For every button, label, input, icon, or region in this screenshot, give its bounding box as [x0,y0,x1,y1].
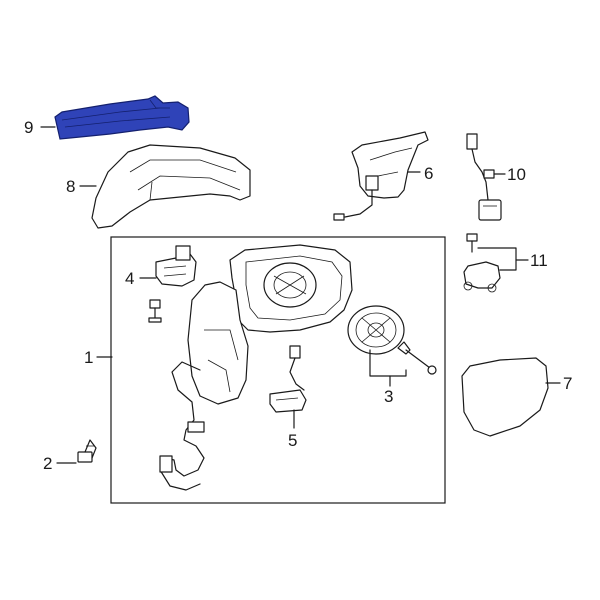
callout-11: 11 [530,251,548,270]
part-9-turn-signal-lamp[interactable] [54,95,190,140]
part-1-mirror-housing[interactable] [159,244,353,491]
part-2-screw[interactable] [77,439,97,463]
callout-2: 2 [43,454,52,473]
callout-8: 8 [66,177,75,196]
callout-labels: 9 8 1 2 4 5 6 10 11 3 7 [24,118,572,473]
callout-7: 7 [563,374,572,393]
callout-1: 1 [84,348,93,367]
callout-3: 3 [384,387,393,406]
part-3-actuator[interactable] [347,305,437,375]
part-4-screw[interactable] [148,299,162,323]
leader-lines [40,126,561,464]
callout-6: 6 [424,164,433,183]
part-5-harness[interactable] [269,345,307,413]
part-6-bracket[interactable] [333,131,429,221]
part-7-mirror-glass[interactable] [461,357,549,437]
part-4-motor[interactable] [155,245,197,287]
part-11-sensor[interactable] [463,233,501,293]
part-10-wiring-connector[interactable] [466,133,502,221]
part-8-mirror-cover[interactable] [91,144,251,229]
callout-5: 5 [288,431,297,450]
callout-9: 9 [24,118,33,137]
callout-10: 10 [507,165,526,184]
callout-4: 4 [125,269,134,288]
part-1-outline-box [110,236,446,504]
